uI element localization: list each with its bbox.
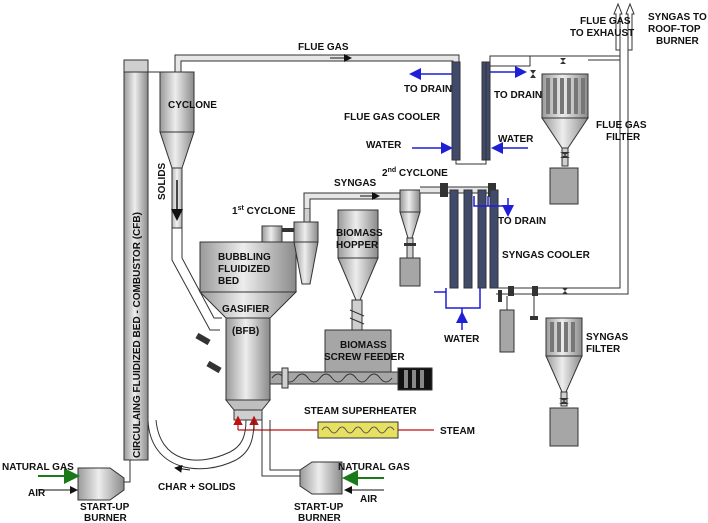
right-startup-burner: NATURAL GAS AIR START-UP BURNER: [294, 461, 410, 523]
to-drain-label-3: TO DRAIN: [498, 216, 546, 227]
second-cyclone: 2nd CYCLONE: [382, 167, 448, 287]
bfb-label-2: FLUIDIZED: [218, 264, 270, 275]
hopper-label-1: BIOMASS: [336, 228, 383, 239]
flue-exhaust-label-2: TO EXHAUST: [570, 28, 634, 39]
char-solids-label: CHAR + SOLIDS: [158, 482, 236, 493]
flue-gas-cooler: TO DRAIN TO DRAIN FLUE GAS COOLER WATER …: [344, 55, 620, 165]
startup-right-label-1: START-UP: [294, 502, 344, 513]
solids-label: SOLIDS: [157, 162, 168, 200]
biomass-hopper: BIOMASS HOPPER: [336, 209, 383, 331]
biomass-screw-feeder: BIOMASS SCREW FEEDER: [269, 329, 433, 391]
screw-feeder-label-2: SCREW FEEDER: [324, 352, 405, 363]
flue-gas-cooler-label: FLUE GAS COOLER: [344, 112, 441, 123]
bfb-gasifier: BUBBLING FLUIDIZED BED GASIFIER (BFB): [198, 241, 298, 421]
screw-feeder-label-1: BIOMASS: [340, 340, 387, 351]
natural-gas-right-label: NATURAL GAS: [338, 462, 410, 473]
exhaust-stacks: FLUE GAS TO EXHAUST SYNGAS TO ROOF-TOP B…: [570, 2, 707, 61]
startup-left-label-1: START-UP: [80, 502, 130, 513]
cyclone-label: CYCLONE: [168, 100, 217, 111]
steam-label: STEAM: [440, 426, 475, 437]
main-cyclone: CYCLONE SOLIDS: [157, 71, 217, 229]
steam-superheater: STEAM SUPERHEATER STEAM: [233, 406, 475, 439]
flue-gas-filter-label-1: FLUE GAS: [596, 120, 647, 131]
cfb-combustor: CIRCULAING FLUIDIZED BED - COMBUSTOR (CF…: [123, 59, 149, 461]
startup-right-label-2: BURNER: [298, 513, 342, 523]
water-label-1: WATER: [366, 140, 402, 151]
syngas-filter-label-2: FILTER: [586, 344, 621, 355]
air-left-label: AIR: [28, 488, 46, 499]
syngas-rooftop-label-3: BURNER: [656, 36, 700, 47]
syngas-rooftop-label-1: SYNGAS TO: [648, 12, 707, 23]
to-drain-label-2: TO DRAIN: [494, 90, 542, 101]
left-startup-burner: NATURAL GAS AIR START-UP BURNER: [2, 462, 130, 523]
second-cyclone-label: 2nd CYCLONE: [382, 167, 448, 179]
syngas-cooler: TO DRAIN SYNGAS COOLER WATER: [434, 189, 591, 345]
to-drain-label-1: TO DRAIN: [404, 84, 452, 95]
gasifier-label: GASIFIER: [222, 304, 270, 315]
syngas-rooftop-label-2: ROOF-TOP: [648, 24, 701, 35]
flue-gas-pipe: FLUE GAS: [174, 42, 460, 160]
syngas-filter: SYNGAS FILTER: [530, 294, 629, 447]
cfb-label: CIRCULAING FLUIDIZED BED - COMBUSTOR (CF…: [132, 212, 143, 458]
bfb-abbr-label: (BFB): [232, 326, 259, 337]
startup-left-label-2: BURNER: [84, 513, 128, 523]
first-cyclone: 1st CYCLONE: [232, 205, 319, 285]
hopper-label-2: HOPPER: [336, 240, 379, 251]
air-right-label: AIR: [360, 494, 378, 505]
first-cyclone-label: 1st CYCLONE: [232, 205, 296, 217]
flue-exhaust-label-1: FLUE GAS: [580, 16, 631, 27]
bfb-label-3: BED: [218, 276, 239, 287]
syngas-filter-label-1: SYNGAS: [586, 332, 629, 343]
natural-gas-left-label: NATURAL GAS: [2, 462, 74, 473]
flue-gas-filter: FLUE GAS FILTER: [541, 73, 647, 205]
syngas-cooler-label: SYNGAS COOLER: [502, 250, 591, 261]
water-label-2: WATER: [498, 134, 534, 145]
syngas-label: SYNGAS: [334, 178, 377, 189]
steam-superheater-label: STEAM SUPERHEATER: [304, 406, 417, 417]
water-label-3: WATER: [444, 334, 480, 345]
flue-gas-label: FLUE GAS: [298, 42, 349, 53]
flue-gas-filter-label-2: FILTER: [606, 132, 641, 143]
bfb-label-1: BUBBLING: [218, 252, 271, 263]
char-solids-loop: CHAR + SOLIDS: [147, 419, 255, 493]
